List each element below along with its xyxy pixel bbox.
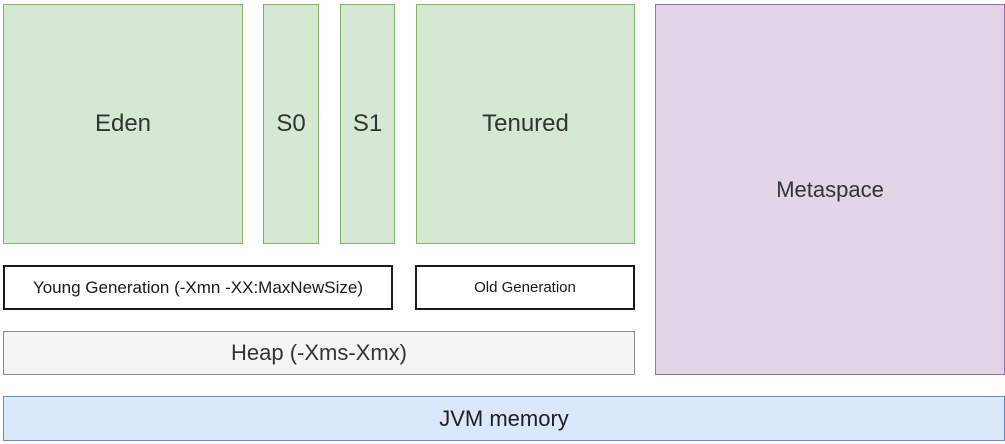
old-generation-label-box: Old Generation — [415, 265, 635, 310]
jvm-memory-label: JVM memory — [439, 405, 569, 431]
metaspace-region: Metaspace — [655, 4, 1005, 375]
eden-region: Eden — [3, 4, 243, 244]
jvm-memory-bar: JVM memory — [3, 396, 1005, 441]
survivor-s0-region: S0 — [263, 4, 319, 244]
old-generation-label: Old Generation — [474, 279, 576, 296]
tenured-label: Tenured — [482, 110, 569, 137]
young-generation-label-box: Young Generation (-Xmn -XX:MaxNewSize) — [3, 265, 393, 310]
survivor-s1-label: S1 — [352, 110, 383, 137]
young-generation-label: Young Generation (-Xmn -XX:MaxNewSize) — [32, 277, 364, 297]
heap-bar: Heap (-Xms-Xmx) — [3, 331, 635, 375]
metaspace-label: Metaspace — [776, 176, 884, 202]
eden-label: Eden — [94, 110, 152, 137]
survivor-s0-label: S0 — [276, 110, 306, 137]
tenured-region: Tenured — [416, 4, 635, 244]
heap-label: Heap (-Xms-Xmx) — [230, 340, 407, 365]
survivor-s1-region: S1 — [340, 4, 395, 244]
